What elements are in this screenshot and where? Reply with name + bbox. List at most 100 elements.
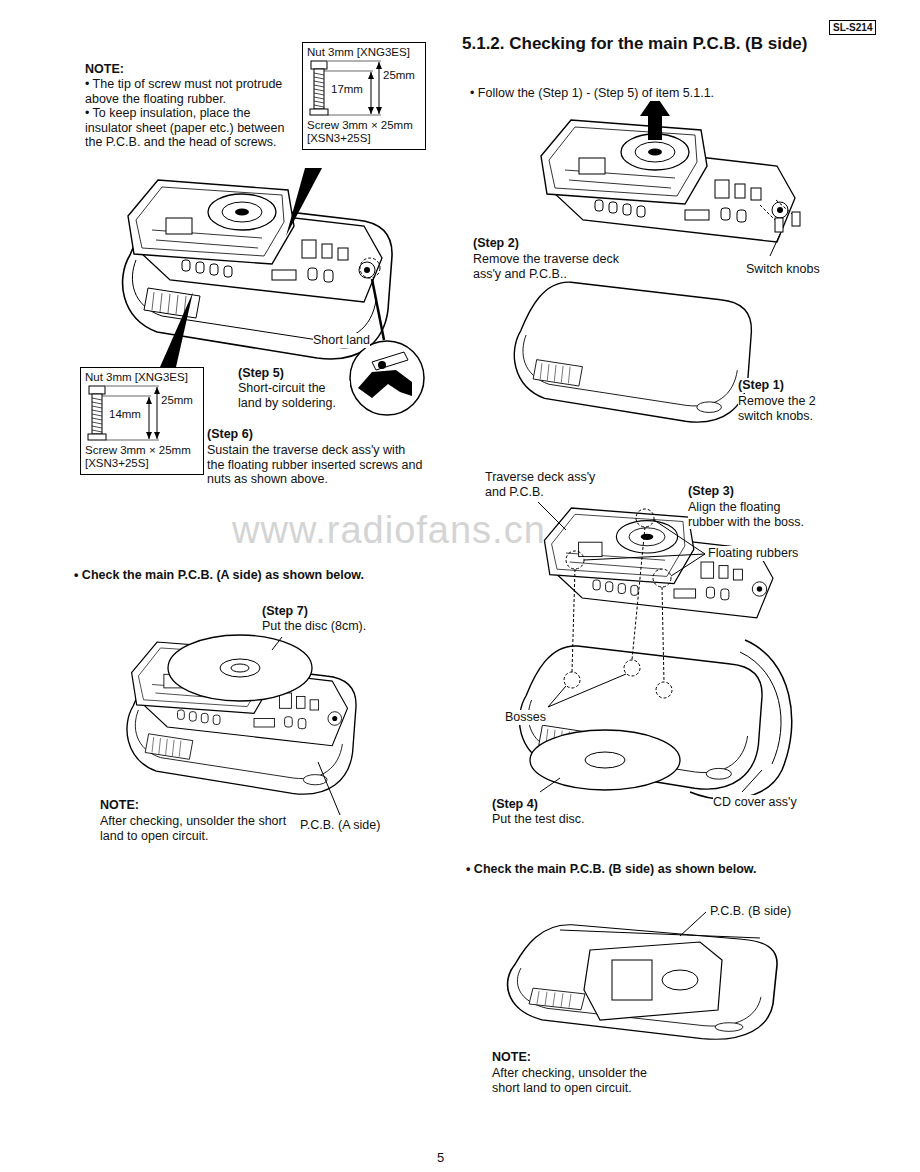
part-label: Traverse deck ass'y and P.C.B. xyxy=(485,470,610,499)
screw-figure xyxy=(311,61,327,69)
screw-figure xyxy=(92,414,102,416)
motor xyxy=(662,970,698,990)
screw-figure xyxy=(92,410,102,412)
switch-knob xyxy=(775,218,783,232)
leader-line xyxy=(318,762,340,815)
screw-figure xyxy=(376,107,382,114)
housing-figure xyxy=(519,646,762,789)
floating-rubber-mark xyxy=(656,682,672,698)
housing-figure xyxy=(508,925,777,1040)
screw-figure xyxy=(92,430,102,432)
floating-rubber-mark xyxy=(564,672,580,688)
screw-figure xyxy=(92,398,102,400)
leader-line xyxy=(742,770,762,792)
screw-figure xyxy=(314,77,324,79)
leader-line xyxy=(272,637,282,650)
watermark: www.radiofans.cn xyxy=(232,508,546,552)
dimension: 14mm xyxy=(109,408,141,421)
disc-hub xyxy=(585,752,625,768)
part-label: Switch knobs xyxy=(746,262,820,277)
housing-figure xyxy=(514,282,751,422)
part-label: Short land xyxy=(313,333,370,348)
dash-line xyxy=(760,200,792,220)
disc xyxy=(168,635,312,701)
screw-figure xyxy=(154,387,160,394)
screw-part: Screw 3mm × 25mm [XSN3+25S] xyxy=(85,444,199,470)
screw-figure xyxy=(368,107,374,114)
step-text: Remove the 2 switch knobs. xyxy=(738,394,830,423)
note-text: After checking, unsolder the short land … xyxy=(100,814,290,843)
leader-wedge xyxy=(160,292,193,367)
screw-figure xyxy=(307,59,423,119)
nut-part: Nut 3mm [XNG3ES] xyxy=(307,46,421,59)
screw-figure xyxy=(92,394,102,434)
screw-figure xyxy=(328,115,381,116)
screw-figure xyxy=(92,426,102,428)
step-text: Short-circuit the land by soldering. xyxy=(238,381,350,410)
switch-knob xyxy=(792,212,800,226)
floating-rubber-mark xyxy=(572,569,575,672)
screw-figure xyxy=(314,93,324,95)
screw-figure xyxy=(85,384,201,444)
housing-figure xyxy=(519,646,762,789)
dimension: 25mm xyxy=(383,69,415,82)
lift-arrow xyxy=(640,94,670,140)
page-number: 5 xyxy=(437,1150,444,1165)
floating-rubber-mark xyxy=(624,660,640,676)
screw-figure xyxy=(368,72,374,79)
disc-hub xyxy=(220,659,260,677)
note-text: • To keep insulation, place the insulato… xyxy=(85,106,287,150)
floating-rubber-mark xyxy=(632,527,645,660)
screw-figure xyxy=(146,432,152,439)
leader-wedge xyxy=(286,168,322,236)
cd-cover xyxy=(690,640,792,799)
dimension: 17mm xyxy=(331,83,363,96)
part-label: P.C.B. (A side) xyxy=(300,818,380,833)
screw-figure xyxy=(314,97,324,99)
leader-line xyxy=(584,520,705,576)
screw-part: Screw 3mm × 25mm [XSN3+25S] xyxy=(307,119,421,145)
step-label: (Step 2) xyxy=(473,236,519,251)
note-heading: NOTE: xyxy=(85,62,124,77)
housing-figure xyxy=(508,925,777,1040)
short-land-detail xyxy=(350,341,424,415)
model-number: SL-S214 xyxy=(833,22,872,33)
screw-figure xyxy=(92,402,102,404)
screw-figure xyxy=(314,101,324,103)
part-label: P.C.B. (B side) xyxy=(710,904,791,919)
pcb-edge xyxy=(560,930,760,938)
screw-figure xyxy=(310,109,328,115)
deck-figure xyxy=(541,120,795,242)
screw-figure xyxy=(92,406,102,408)
floating-rubber-mark xyxy=(564,509,672,698)
step-label: (Step 5) xyxy=(238,366,284,381)
pickup xyxy=(612,960,652,1000)
short-land-mark xyxy=(360,258,380,278)
screw-detail: 25mm 17mm xyxy=(307,59,421,119)
solder-iron xyxy=(372,352,408,370)
step-text: Sustain the traverse deck ass'y with the… xyxy=(207,443,425,487)
step-label: (Step 6) xyxy=(207,427,253,442)
part-label: Bosses xyxy=(505,710,546,725)
screw-figure xyxy=(376,62,382,69)
note-heading: NOTE: xyxy=(492,1050,531,1065)
player-figure xyxy=(128,180,382,302)
dimension: 25mm xyxy=(161,394,193,407)
mechanism xyxy=(584,942,722,1020)
part-callout-box: Nut 3mm [XNG3ES] 25mm 17mmScrew 3mm × 25mm… xyxy=(302,42,426,150)
instruction: • Check the main P.C.B. (B side) as show… xyxy=(466,862,757,877)
floating-rubber-mark xyxy=(566,551,584,569)
screw-figure xyxy=(92,418,102,420)
section-heading: 5.1.2. Checking for the main P.C.B. (B s… xyxy=(462,33,852,54)
nut-part: Nut 3mm [XNG3ES] xyxy=(85,371,199,384)
screw-figure xyxy=(102,396,151,397)
step-text: Put the test disc. xyxy=(492,812,584,827)
screw-figure xyxy=(324,71,373,72)
floating-rubber-mark xyxy=(653,569,671,587)
screw-figure xyxy=(146,397,152,404)
screw-figure xyxy=(379,62,380,114)
part-label: CD cover ass'y xyxy=(713,795,797,810)
leader-line xyxy=(680,912,706,936)
